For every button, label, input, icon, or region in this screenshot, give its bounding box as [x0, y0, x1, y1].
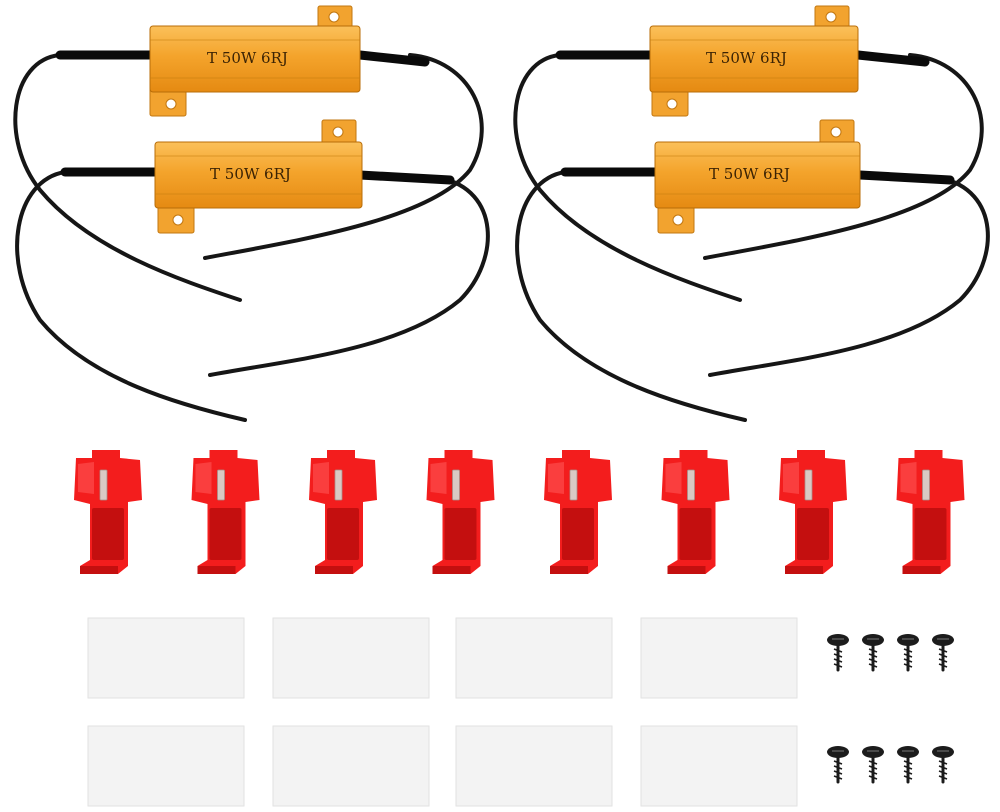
resistor-assembly-3: T 50W 6RJ: [513, 5, 984, 302]
adhesive-pads: [87, 617, 798, 807]
adhesive-pad: [640, 617, 798, 699]
resistor-assembly-2: T 50W 6RJ: [15, 119, 490, 422]
wire-tap-connector: [661, 450, 730, 574]
screw: [897, 634, 919, 672]
adhesive-pad: [87, 725, 245, 807]
resistor-marking-4: T 50W 6RJ: [709, 165, 790, 183]
adhesive-pad: [640, 725, 798, 807]
screw: [862, 746, 884, 784]
adhesive-pad: [87, 617, 245, 699]
resistor-assembly-1: T 50W 6RJ: [13, 5, 484, 302]
screw: [827, 634, 849, 672]
resistor-marking-3: T 50W 6RJ: [706, 49, 787, 67]
wire-tap-connectors: [74, 450, 965, 574]
screw: [932, 634, 954, 672]
resistor-assembly-4: T 50W 6RJ: [515, 119, 990, 422]
wire-tap-connector: [544, 450, 612, 574]
wire-tap-connector: [426, 450, 495, 574]
adhesive-pad: [272, 617, 430, 699]
wire-tap-connector: [779, 450, 847, 574]
wire-tap-connector: [191, 450, 260, 574]
screw: [827, 746, 849, 784]
wire-tap-connector: [896, 450, 965, 574]
resistor-marking-1: T 50W 6RJ: [207, 49, 288, 67]
adhesive-pad: [455, 617, 613, 699]
wire-tap-connector: [74, 450, 142, 574]
screw: [932, 746, 954, 784]
adhesive-pad: [455, 725, 613, 807]
screw: [862, 634, 884, 672]
screw: [897, 746, 919, 784]
adhesive-pad: [272, 725, 430, 807]
wire-tap-connector: [309, 450, 377, 574]
resistor-marking-2: T 50W 6RJ: [210, 165, 291, 183]
screws: [827, 634, 954, 784]
